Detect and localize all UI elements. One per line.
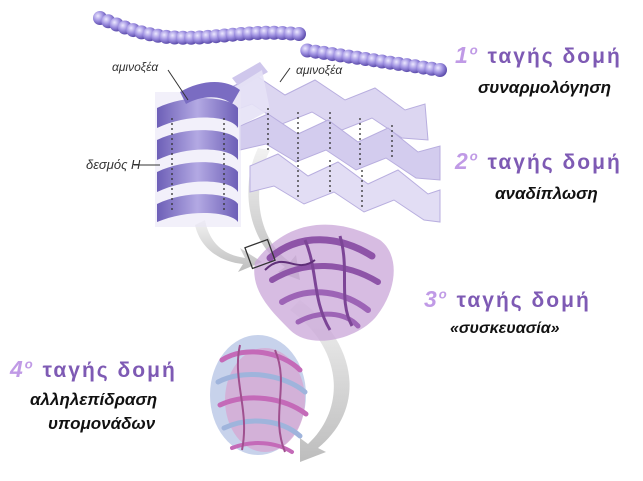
primary-title: ταγής δομή xyxy=(488,45,622,68)
quaternary-ordinal: ο xyxy=(25,356,35,371)
quaternary-number: 4 xyxy=(10,356,25,382)
secondary-number: 2 xyxy=(455,148,470,174)
primary-number: 1 xyxy=(455,42,470,68)
quaternary-title: ταγής δομή xyxy=(43,359,177,382)
tertiary-ordinal: ο xyxy=(439,286,449,301)
subtitle-primary-structure: συναρμολόγηση xyxy=(478,78,611,98)
secondary-title: ταγής δομή xyxy=(488,151,622,174)
heading-tertiary-structure: 3ο ταγής δομή xyxy=(424,286,591,313)
subtitle-quaternary-structure-line1: αλληλεπίδραση xyxy=(30,390,157,410)
subtitle-tertiary-structure: «συσκευασία» xyxy=(450,320,560,338)
primary-ordinal: ο xyxy=(470,42,480,57)
tertiary-number: 3 xyxy=(424,286,439,312)
heading-secondary-structure: 2ο ταγής δομή xyxy=(455,148,622,175)
label-amino-acids-left: αμινοξέα xyxy=(112,60,158,74)
alpha-helix xyxy=(134,82,241,227)
heading-quaternary-structure: 4ο ταγής δομή xyxy=(10,356,177,383)
beta-sheet xyxy=(230,62,440,222)
heading-primary-structure: 1ο ταγής δομή xyxy=(455,42,622,69)
secondary-ordinal: ο xyxy=(470,148,480,163)
label-hydrogen-bond: δεσμός Η xyxy=(86,157,140,172)
subtitle-quaternary-structure-line2: υπομονάδων xyxy=(48,414,155,434)
amino-right-pointer xyxy=(280,68,290,82)
tertiary-title: ταγής δομή xyxy=(457,289,591,312)
amino-acid-bead xyxy=(292,27,306,41)
quaternary-structure xyxy=(210,335,306,455)
amino-acid-bead xyxy=(433,63,447,77)
label-amino-acids-right: αμινοξέα xyxy=(296,63,342,77)
subtitle-secondary-structure: αναδίπλωση xyxy=(495,184,598,204)
arrow-helix-to-tertiary xyxy=(195,220,262,272)
